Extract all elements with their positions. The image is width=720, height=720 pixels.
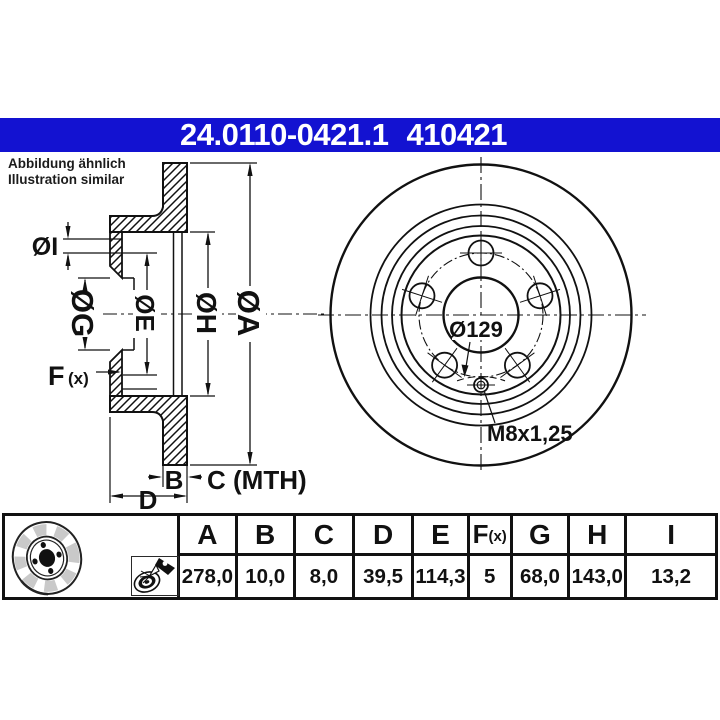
col-value: 39,5	[363, 564, 404, 588]
table-col-c: C 8,0	[292, 516, 353, 597]
col-value: 143,0	[571, 564, 623, 588]
rotor-band-bottom-section	[109, 395, 188, 466]
col-value: 278,0	[181, 564, 234, 588]
col-header: A	[180, 516, 235, 556]
article-number: 410421	[406, 117, 508, 152]
table-col-e: E 114,3	[410, 516, 467, 597]
dim-label-dia-e: ØE	[130, 294, 160, 332]
dimension-table: A 278,0 B 10,0 C 8,0 D 39,5 E 114,3 F(x	[2, 513, 718, 600]
dim-label-dia-a: ØA	[231, 290, 266, 337]
col-value: 8,0	[309, 564, 339, 588]
bolt-circle-dia-label: Ø129	[449, 317, 503, 342]
front-view: Ø129 M8x1,25	[318, 157, 646, 473]
dim-label-d: D	[139, 485, 158, 515]
table-col-g: G 68,0	[509, 516, 568, 597]
table-col-a: A 278,0	[180, 516, 235, 597]
table-col-d: D 39,5	[352, 516, 411, 597]
col-value: 114,3	[415, 564, 466, 588]
disc-paint-spray-icon	[131, 556, 179, 596]
table-col-h: H 143,0	[567, 516, 625, 597]
table-columns: A 278,0 B 10,0 C 8,0 D 39,5 E 114,3 F(x	[180, 516, 715, 597]
part-number: 24.0110-0421.1	[180, 117, 389, 152]
dim-label-dia-i: ØI	[32, 233, 58, 261]
wheel-bolt-holes	[408, 239, 554, 379]
table-col-f: F(x) 5	[466, 516, 510, 597]
col-header: G	[512, 516, 568, 556]
col-value: 68,0	[519, 564, 560, 588]
similarity-note-en: Illustration similar	[8, 172, 125, 187]
outer-diameter-circle	[329, 163, 633, 467]
center-bore-circle	[442, 276, 520, 354]
col-value: 13,2	[651, 564, 692, 588]
dim-label-dia-g: ØG	[65, 289, 100, 337]
dim-label-dia-h: ØH	[191, 292, 222, 334]
cross-section-view: ØA ØH ØE ØG ØI F (x) B C (MTH) D	[32, 162, 325, 515]
col-header: E	[413, 516, 467, 556]
table-icon-cell	[5, 516, 180, 597]
header-bar: 24.0110-0421.1 410421	[0, 118, 720, 152]
col-header: B	[237, 516, 293, 556]
col-value: 5	[483, 564, 496, 588]
dim-label-c-mth: C (MTH)	[207, 465, 307, 495]
similarity-note: Abbildung ähnlich Illustration similar	[8, 156, 126, 188]
brake-disc-icon	[11, 521, 83, 596]
thread-hole	[456, 376, 506, 393]
col-value: 10,0	[245, 564, 286, 588]
thread-spec-label: M8x1,25	[487, 421, 573, 446]
col-header: C	[295, 516, 353, 556]
table-col-i: I 13,2	[624, 516, 715, 597]
table-col-b: B 10,0	[234, 516, 293, 597]
dim-label-b: B	[165, 465, 184, 495]
col-header: D	[355, 516, 411, 556]
dim-label-f-sub: (x)	[68, 369, 89, 388]
dim-label-f: F	[48, 361, 65, 391]
col-header: F(x)	[469, 516, 510, 556]
col-header: H	[570, 516, 625, 556]
col-header: I	[627, 516, 715, 556]
rotor-band-top-section	[109, 162, 188, 233]
similarity-note-de: Abbildung ähnlich	[8, 156, 126, 171]
